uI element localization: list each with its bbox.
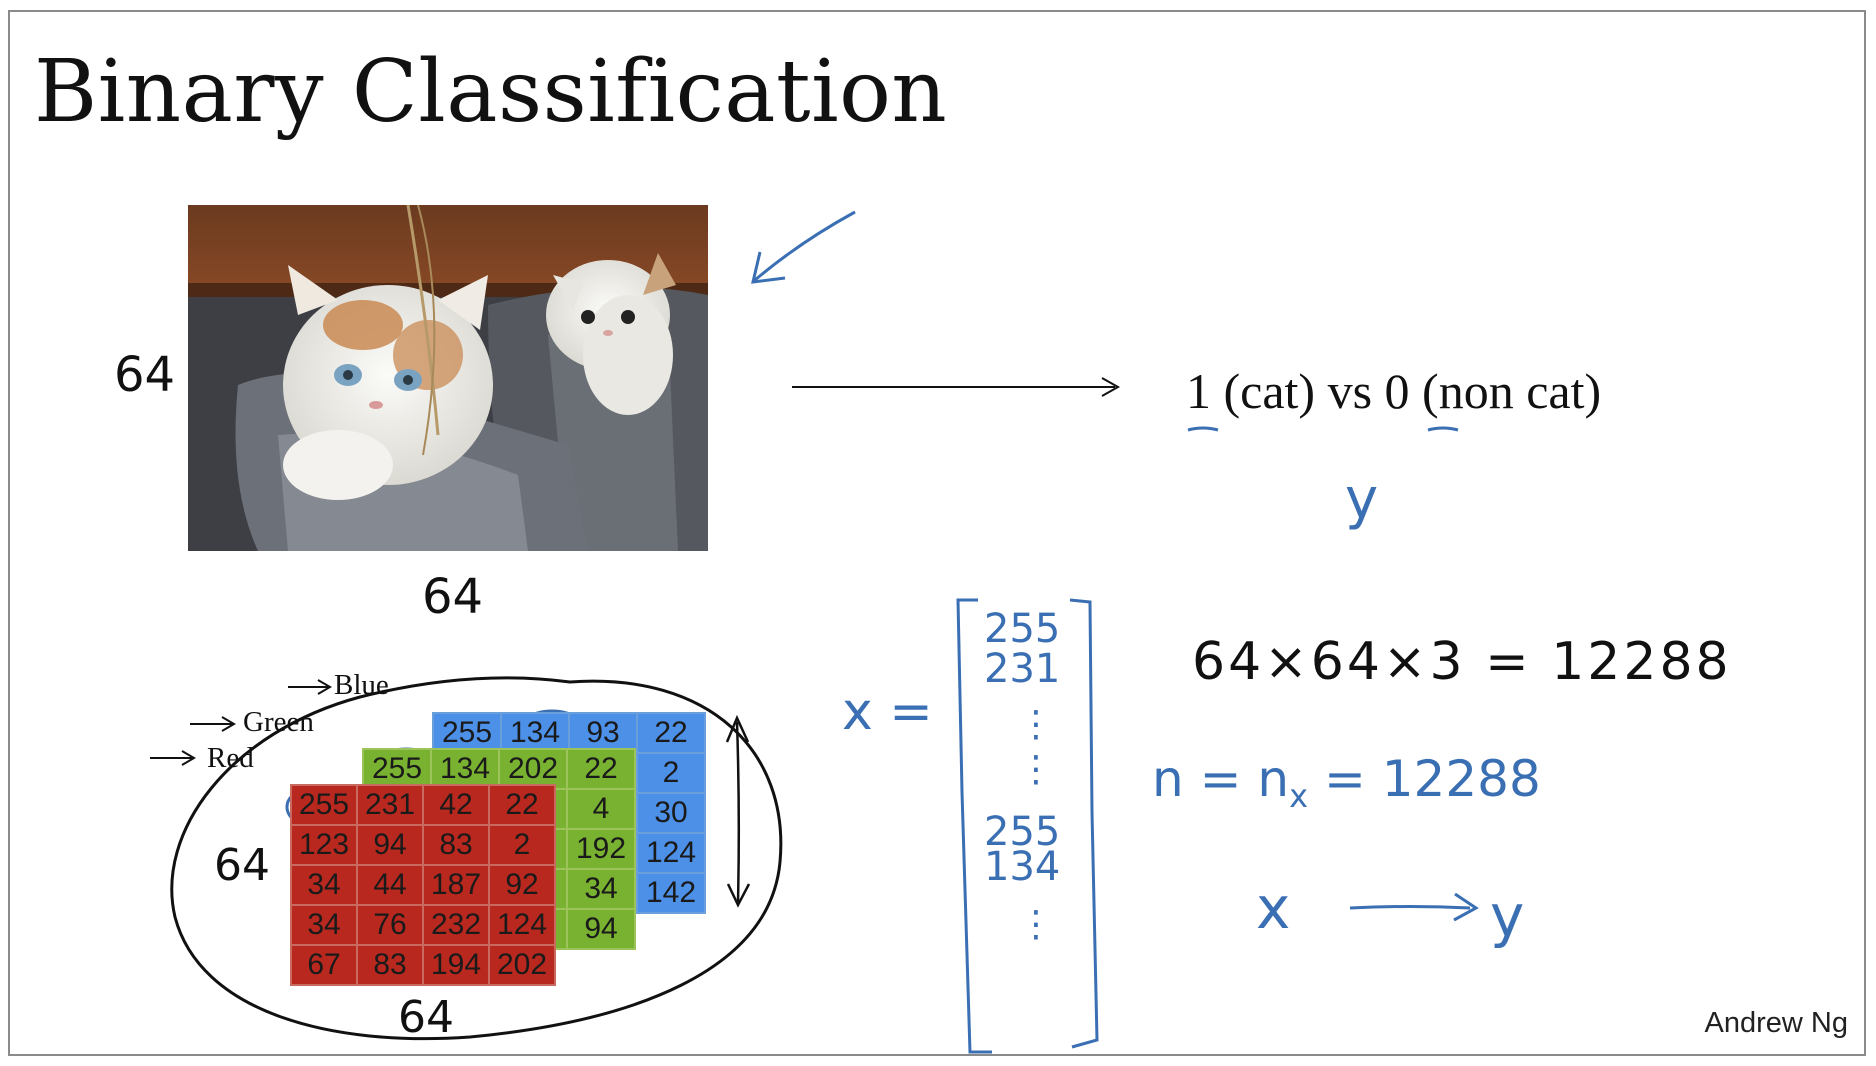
red-cell: 255 [292, 786, 356, 824]
map-x: x [1256, 874, 1291, 942]
red-cell: 42 [424, 786, 488, 824]
channels-width-label: 64 [398, 992, 454, 1043]
vector-right-bracket [1069, 598, 1099, 1049]
author-footer: Andrew Ng [1704, 1007, 1848, 1039]
green-cell: 22 [568, 750, 634, 788]
red-cell: 123 [292, 826, 356, 864]
red-cell: 67 [292, 946, 356, 984]
vector-entry: 134 [984, 844, 1061, 890]
x-to-y-arrowhead [1453, 892, 1479, 922]
label-y: y [1345, 467, 1379, 532]
blue-cell: 134 [502, 714, 568, 752]
n-mid: = n [1199, 750, 1290, 808]
red-cell: 202 [490, 946, 554, 984]
vector-x-label: x = [842, 682, 933, 742]
n-left: n [1152, 750, 1184, 808]
label-line: 1 (cat) vs 0 (non cat) [1186, 362, 1601, 420]
channels-height-label: 64 [214, 840, 270, 891]
channels-ellipse [170, 676, 783, 1041]
n-right: = 12288 [1323, 750, 1541, 808]
blue-pointer-arrowhead [751, 251, 786, 284]
blue-label-arrow [288, 679, 332, 695]
mapping-arrow-head [1101, 377, 1121, 397]
blue-pointer-arrow [754, 210, 856, 282]
green-cell: 34 [568, 870, 634, 908]
depth-arrow-top [725, 714, 750, 743]
blue-cell: 93 [570, 714, 636, 752]
red-cell: 194 [424, 946, 488, 984]
label-vs: vs [1327, 363, 1373, 419]
red-cell: 34 [292, 906, 356, 944]
red-cell: 94 [358, 826, 422, 864]
red-cell: 231 [358, 786, 422, 824]
vector-entry: 255 [984, 809, 1061, 855]
green-label-arrow [190, 716, 236, 732]
vector-entry: 231 [984, 646, 1061, 692]
red-cell: 124 [490, 906, 554, 944]
blue-cell: 2 [638, 754, 704, 792]
slide: Binary Classification [8, 10, 1866, 1056]
dims-equation: 64×64×3 = 12288 [1192, 632, 1732, 692]
vector-entry: ⋮ [1018, 704, 1054, 745]
annotations-layer [150, 210, 1479, 1054]
green-cell: 255 [364, 750, 430, 788]
red-cell: 76 [358, 906, 422, 944]
n-equation: n = nx = 12288 [1152, 750, 1541, 815]
red-cell: 83 [424, 826, 488, 864]
kittens-photo-drawing [188, 205, 708, 551]
label-noncat: (non cat) [1422, 363, 1602, 419]
green-cell: 202 [500, 750, 566, 788]
x-to-y-arrow-line [1349, 905, 1471, 910]
blue-cell: 142 [638, 874, 704, 912]
label-cat: (cat) [1223, 363, 1316, 419]
red-cell: 187 [424, 866, 488, 904]
red-cell: 2 [490, 826, 554, 864]
vector-entry: ⋮ [1018, 749, 1054, 790]
vector-left-bracket [956, 598, 992, 1054]
kittens-photo [188, 205, 708, 551]
underline-zero [1427, 426, 1459, 432]
depth-arrow-line [735, 721, 741, 903]
slide-title: Binary Classification [34, 42, 948, 142]
blue-channel-label: Blue [334, 669, 389, 701]
n-sub: x [1289, 777, 1309, 815]
green-cell: 4 [568, 790, 634, 828]
green-cell: 94 [568, 910, 634, 948]
blue-cell: 30 [638, 794, 704, 832]
red-channel-label: Red [207, 742, 254, 774]
red-label-arrow [150, 750, 196, 766]
underline-one [1187, 426, 1219, 432]
photo-width-label: 64 [422, 569, 484, 625]
label-one: 1 [1186, 363, 1211, 419]
red-cell: 44 [358, 866, 422, 904]
label-zero: 0 [1384, 363, 1410, 419]
green-cell: 192 [568, 830, 634, 868]
photo-height-label: 64 [114, 347, 176, 403]
green-channel-label: Green [243, 706, 314, 738]
red-cell: 83 [358, 946, 422, 984]
map-y: y [1490, 882, 1525, 950]
blue-cell: 255 [434, 714, 500, 752]
red-cell: 22 [490, 786, 554, 824]
red-cell: 34 [292, 866, 356, 904]
depth-arrow-bottom [726, 883, 751, 908]
red-cell: 92 [490, 866, 554, 904]
vector-entry: ⋮ [1018, 904, 1054, 945]
blue-cell: 22 [638, 714, 704, 752]
red-cell: 232 [424, 906, 488, 944]
blue-cell: 124 [638, 834, 704, 872]
green-cell: 134 [432, 750, 498, 788]
vector-entry: 255 [984, 606, 1061, 652]
